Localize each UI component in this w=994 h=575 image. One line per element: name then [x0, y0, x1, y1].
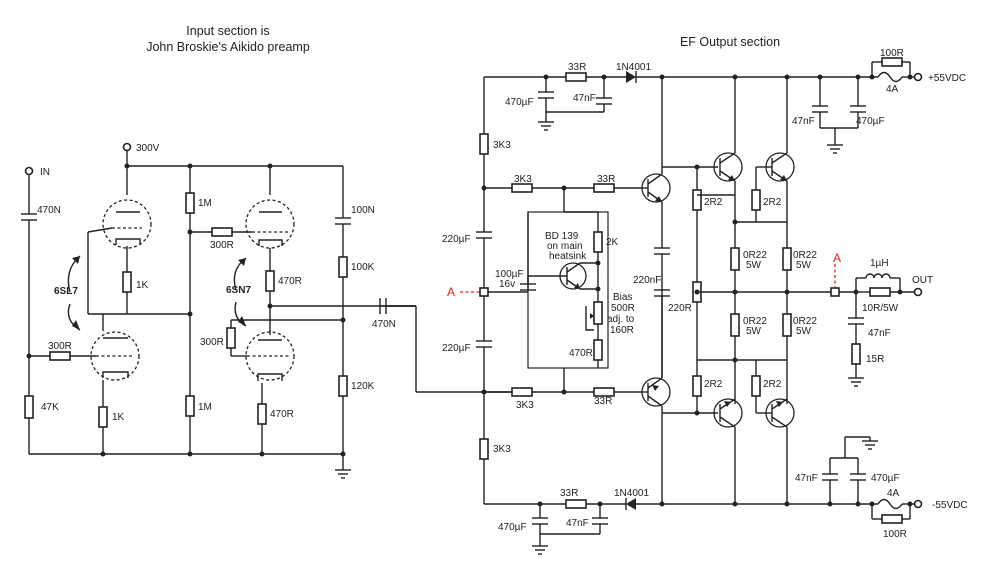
tube-6sn7-upper [245, 199, 295, 249]
input-wiring [21, 142, 512, 479]
r2r2-d-label: 2R2 [763, 379, 782, 390]
r0r22-b1-label: 0R22 [793, 250, 817, 261]
r33-bot-label: 33R [560, 488, 578, 499]
c220u-a-label: 220µF [442, 234, 471, 245]
c220u-b-label: 220µF [442, 343, 471, 354]
r3k3-c-label: 3K3 [516, 400, 534, 411]
c100u-2-label: 16v [499, 279, 515, 290]
tube-6sl7-lower [90, 331, 140, 381]
r100-top-label: 100R [880, 48, 904, 59]
r47k-label: 47K [41, 402, 59, 413]
output-labels: 33R 1N4001 470µF 47nF 3K3 3K3 33R 220µF … [442, 48, 968, 540]
r3k3-d-label: 3K3 [493, 444, 511, 455]
tube-6sn7-lower [245, 331, 295, 381]
c470u-bl-label: 470µF [498, 522, 527, 533]
input-title-line1: Input section is [186, 24, 269, 38]
c470n-in-label: 470N [37, 205, 61, 216]
c47n-tr-label: 47nF [792, 116, 815, 127]
r2k-label: 2K [606, 237, 619, 248]
c470u-tl-label: 470µF [505, 97, 534, 108]
r33-top-label: 33R [568, 62, 586, 73]
bd139-3-label: heatsink [549, 251, 587, 262]
in-label: IN [40, 167, 50, 178]
bias1-label: Bias [613, 292, 632, 303]
c100u-1-label: 100µF [495, 269, 524, 280]
c47n-z-label: 47nF [868, 328, 891, 339]
d-bot-label: 1N4001 [614, 488, 649, 499]
a-right-label: A [833, 251, 841, 265]
c47n-br-label: 47nF [795, 473, 818, 484]
r300-b-label: 300R [200, 337, 224, 348]
r1k-b-label: 1K [112, 412, 125, 423]
bias2-label: 500R [611, 303, 635, 314]
r3k3-b-label: 3K3 [514, 174, 532, 185]
r10-label: 10R/5W [862, 303, 899, 314]
d-top-label: 1N4001 [616, 62, 651, 73]
r33-b-label: 33R [597, 174, 615, 185]
l1u-label: 1µH [870, 258, 889, 269]
out-label: OUT [912, 275, 933, 286]
c100n-label: 100N [351, 205, 375, 216]
bd139-1-label: BD 139 [545, 231, 579, 242]
r2r2-c-label: 2R2 [704, 379, 723, 390]
c470u-br-label: 470µF [871, 473, 900, 484]
r300-mid-label: 300R [210, 240, 234, 251]
vneg-label: -55VDC [932, 500, 968, 511]
c470n-out-label: 470N [372, 319, 396, 330]
r0r22-c1-label: 0R22 [743, 316, 767, 327]
r2r2-b-label: 2R2 [763, 197, 782, 208]
c470u-tr-label: 470µF [856, 116, 885, 127]
input-title-line2: John Broskie's Aikido preamp [146, 40, 310, 54]
r100-bot-label: 100R [883, 529, 907, 540]
r220-label: 220R [668, 303, 692, 314]
r3k3-a-label: 3K3 [493, 140, 511, 151]
input-labels: IN 300V 470N 1M 100N 300R 100K 6SL7 6SN7… [37, 143, 396, 423]
vpos-label: +55VDC [928, 73, 966, 84]
output-title: EF Output section [680, 35, 780, 49]
r15-label: 15R [866, 354, 884, 365]
bias3-label: adj. to [607, 314, 635, 325]
r470-bias-label: 470R [569, 348, 593, 359]
bd139-2-label: on main [547, 241, 583, 252]
r0r22-a2-label: 5W [746, 260, 762, 271]
r470-b-label: 470R [270, 409, 294, 420]
f4a-bot-label: 4A [887, 488, 900, 499]
r120k-label: 120K [351, 381, 375, 392]
tube-pairing-arrows [67, 255, 247, 331]
r1m-b-label: 1M [198, 402, 212, 413]
c47n-bl-label: 47nF [566, 518, 589, 529]
r33-c-label: 33R [594, 396, 612, 407]
b300v-label: 300V [136, 143, 160, 154]
r470-a-label: 470R [278, 276, 302, 287]
t6sn7-label: 6SN7 [226, 285, 251, 296]
f4a-top-label: 4A [886, 84, 899, 95]
r300-in-label: 300R [48, 341, 72, 352]
c220n-label: 220nF [633, 275, 661, 286]
a-left-label: A [447, 285, 455, 299]
r0r22-a1-label: 0R22 [743, 250, 767, 261]
r1m-a-label: 1M [198, 198, 212, 209]
bias4-label: 160R [610, 325, 634, 336]
t6sl7-label: 6SL7 [54, 286, 78, 297]
r0r22-d2-label: 5W [796, 326, 812, 337]
output-wiring [460, 57, 923, 555]
r0r22-b2-label: 5W [796, 260, 812, 271]
r0r22-c2-label: 5W [746, 326, 762, 337]
r1k-a-label: 1K [136, 280, 149, 291]
r100k-label: 100K [351, 262, 375, 273]
r2r2-a-label: 2R2 [704, 197, 723, 208]
tube-6sl7-upper [87, 199, 152, 249]
r0r22-d1-label: 0R22 [793, 316, 817, 327]
c47n-tl-label: 47nF [573, 93, 596, 104]
